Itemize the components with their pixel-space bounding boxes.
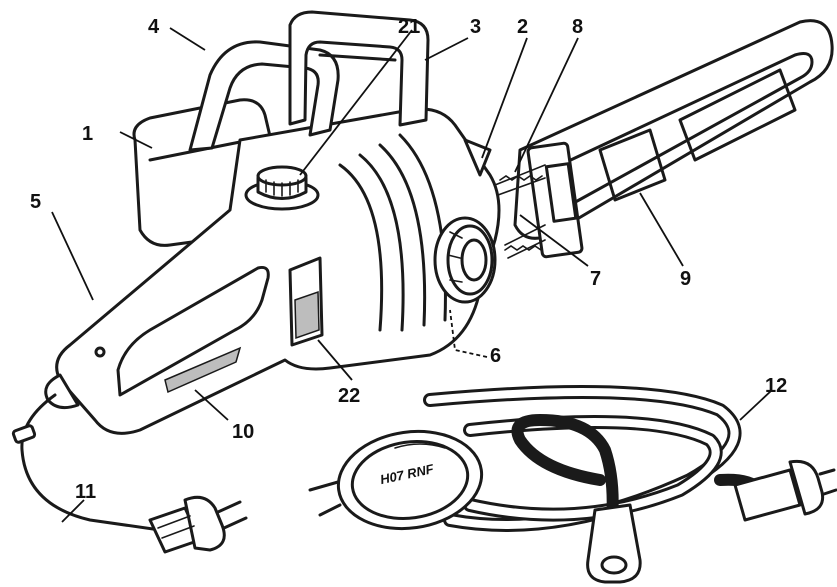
callout-lines — [51, 27, 773, 523]
label-11: 11 — [75, 481, 96, 503]
hand-guard — [288, 10, 430, 127]
label-2: 2 — [517, 16, 528, 38]
label-12: 12 — [765, 375, 787, 397]
extension-cable: H07 RNF — [308, 385, 837, 584]
part-labels: 1 2 3 4 5 6 7 8 9 10 11 12 21 22 — [30, 16, 787, 503]
motor-housing — [44, 98, 501, 435]
label-10: 10 — [232, 421, 254, 443]
power-cable — [11, 393, 248, 554]
oil-tank-cap — [244, 165, 320, 211]
label-22: 22 — [338, 385, 360, 407]
label-7: 7 — [590, 268, 601, 290]
label-21: 21 — [398, 16, 420, 38]
label-1: 1 — [82, 123, 93, 145]
label-9: 9 — [680, 268, 691, 290]
guide-bar — [513, 19, 834, 259]
tension-knob — [433, 216, 497, 304]
saw-chain — [494, 164, 546, 259]
front-handle — [188, 40, 340, 152]
label-6: 6 — [490, 345, 501, 367]
label-3: 3 — [470, 16, 481, 38]
label-8: 8 — [572, 16, 583, 38]
label-5: 5 — [30, 191, 41, 213]
label-4: 4 — [148, 16, 160, 38]
